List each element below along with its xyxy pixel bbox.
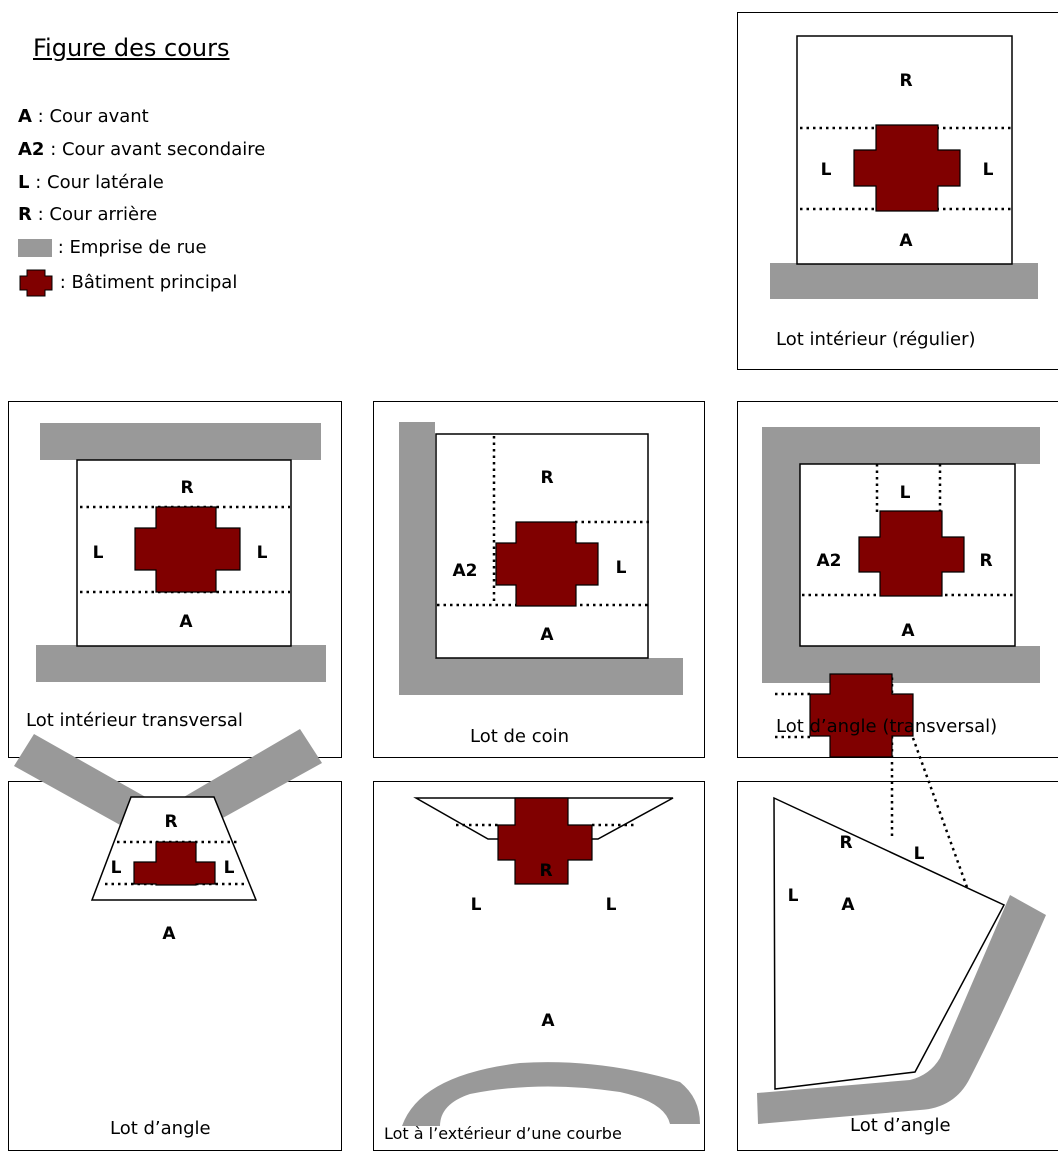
zone-label-a: A: [540, 625, 554, 645]
zone-label-l: L: [914, 844, 925, 864]
building: [133, 841, 216, 886]
legend-item-a: A : Cour avant: [18, 106, 149, 127]
legend-key: L: [18, 172, 30, 193]
panel-lot-de-coin: [373, 401, 705, 758]
building: [495, 521, 599, 607]
lot-outlines: [76, 35, 1016, 1090]
legend-item-a2: A2 : Cour avant secondaire: [18, 139, 266, 160]
zone-label-l: L: [788, 886, 799, 906]
zone-label-a: A: [899, 231, 913, 251]
road: [399, 422, 683, 695]
divider: [911, 737, 970, 891]
road: [40, 423, 321, 460]
road: [36, 645, 326, 682]
legend-item-l: L : Cour latérale: [18, 172, 164, 193]
caption-lot-angle-2: Lot d’angle: [850, 1115, 951, 1136]
zone-label-l: L: [821, 160, 832, 180]
legend-item-road: : Emprise de rue: [18, 235, 207, 261]
legend-key: A: [18, 106, 32, 127]
figure-title: Figure des cours: [33, 34, 230, 62]
zone-label-a2: A2: [817, 551, 842, 571]
zone-label-r: R: [540, 468, 553, 488]
zone-label-l: L: [111, 858, 122, 878]
zone-label-l: L: [93, 543, 104, 563]
zone-label-r: R: [180, 478, 193, 498]
building: [853, 124, 961, 212]
road: [757, 895, 1046, 1124]
legend-label: Cour arrière: [49, 204, 158, 225]
legend-label: Cour avant secondaire: [61, 139, 266, 160]
zone-label-a2: A2: [453, 561, 478, 581]
legend-label: Emprise de rue: [69, 237, 207, 258]
zone-label-r: R: [839, 833, 852, 853]
zone-labels: R L L A R L L A R A2 L A L A2 R A R L L …: [93, 71, 994, 1031]
zone-label-l: L: [471, 895, 482, 915]
caption-lot-angle-1: Lot d’angle: [110, 1118, 211, 1139]
zone-label-r: R: [539, 861, 552, 881]
buildings: [133, 124, 965, 886]
road: [762, 427, 1040, 683]
zone-label-l: L: [900, 483, 911, 503]
caption-lot-angle-transversal: Lot d’angle (transversal): [776, 716, 998, 737]
zone-label-l: L: [983, 160, 994, 180]
zone-label-r: R: [979, 551, 992, 571]
zone-label-l: L: [616, 558, 627, 578]
caption-lot-exterieur-courbe: Lot à l’extérieur d’une courbe: [384, 1124, 622, 1143]
road: [770, 263, 1038, 299]
road: [402, 1062, 700, 1126]
legend-label: Bâtiment principal: [71, 272, 238, 293]
zone-label-l: L: [224, 858, 235, 878]
caption-lot-interieur-regulier: Lot intérieur (régulier): [776, 329, 976, 350]
legend-key: A2: [18, 139, 45, 160]
zone-label-l: L: [606, 895, 617, 915]
zone-label-a: A: [179, 612, 193, 632]
building: [858, 510, 965, 597]
panel-lot-angle-transversal: [737, 401, 1058, 758]
zone-label-a: A: [162, 924, 176, 944]
zone-label-a: A: [901, 621, 915, 641]
panel-lot-interieur-transversal: [8, 401, 342, 758]
panel-lot-interieur-regulier: [737, 12, 1058, 370]
zone-label-r: R: [899, 71, 912, 91]
building: [497, 797, 593, 885]
roads: [14, 263, 1046, 1126]
zone-label-l: L: [257, 543, 268, 563]
zone-label-r: R: [164, 812, 177, 832]
caption-lot-de-coin: Lot de coin: [470, 726, 570, 747]
building: [809, 673, 914, 758]
road-swatch-icon: [18, 239, 52, 257]
building-swatch-icon: [19, 269, 53, 297]
zone-label-a: A: [841, 895, 855, 915]
legend-label: Cour latérale: [47, 172, 164, 193]
legend-label: Cour avant: [49, 106, 149, 127]
legend-item-r: R : Cour arrière: [18, 204, 158, 225]
building: [134, 506, 241, 593]
lot: [773, 796, 1006, 1090]
legend-key: R: [18, 204, 32, 225]
caption-lot-interieur-transversal: Lot intérieur transversal: [26, 710, 243, 731]
legend-item-building: : Bâtiment principal: [18, 268, 238, 297]
zone-label-a: A: [541, 1011, 555, 1031]
